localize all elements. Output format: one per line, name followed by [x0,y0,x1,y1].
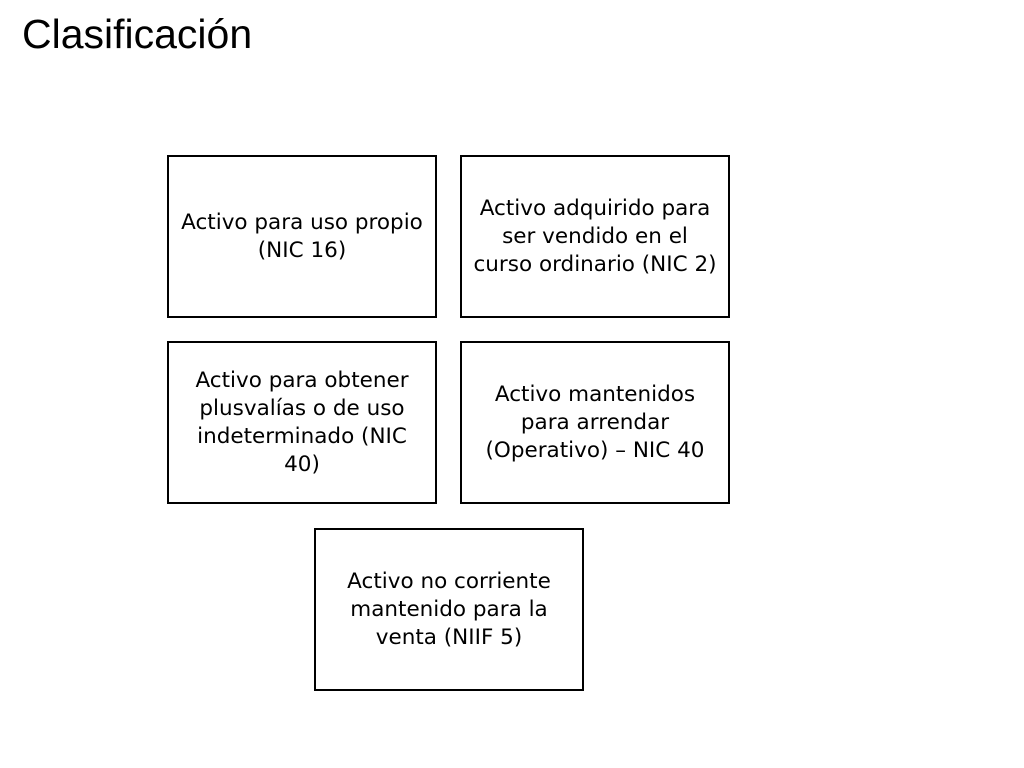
box-mantenido-para-venta-text: Activo no corriente mantenido para la ve… [347,568,551,650]
box-para-venta-curso-ordinario-text: Activo adquirido para ser vendido en el … [473,195,717,277]
box-mantenido-para-venta: Activo no corriente mantenido para la ve… [314,528,584,691]
slide-title: Clasificación [22,11,253,57]
box-uso-propio-text: Activo para uso propio (NIC 16) [181,209,423,263]
box-uso-propio: Activo para uso propio (NIC 16) [167,155,437,318]
box-arrendamiento-operativo-text: Activo mantenidos para arrendar (Operati… [485,381,705,463]
box-para-venta-curso-ordinario: Activo adquirido para ser vendido en el … [460,155,730,318]
box-plusvalias-uso-indeterminado: Activo para obtener plusvalías o de uso … [167,341,437,504]
box-plusvalias-uso-indeterminado-text: Activo para obtener plusvalías o de uso … [195,367,409,477]
box-arrendamiento-operativo: Activo mantenidos para arrendar (Operati… [460,341,730,504]
